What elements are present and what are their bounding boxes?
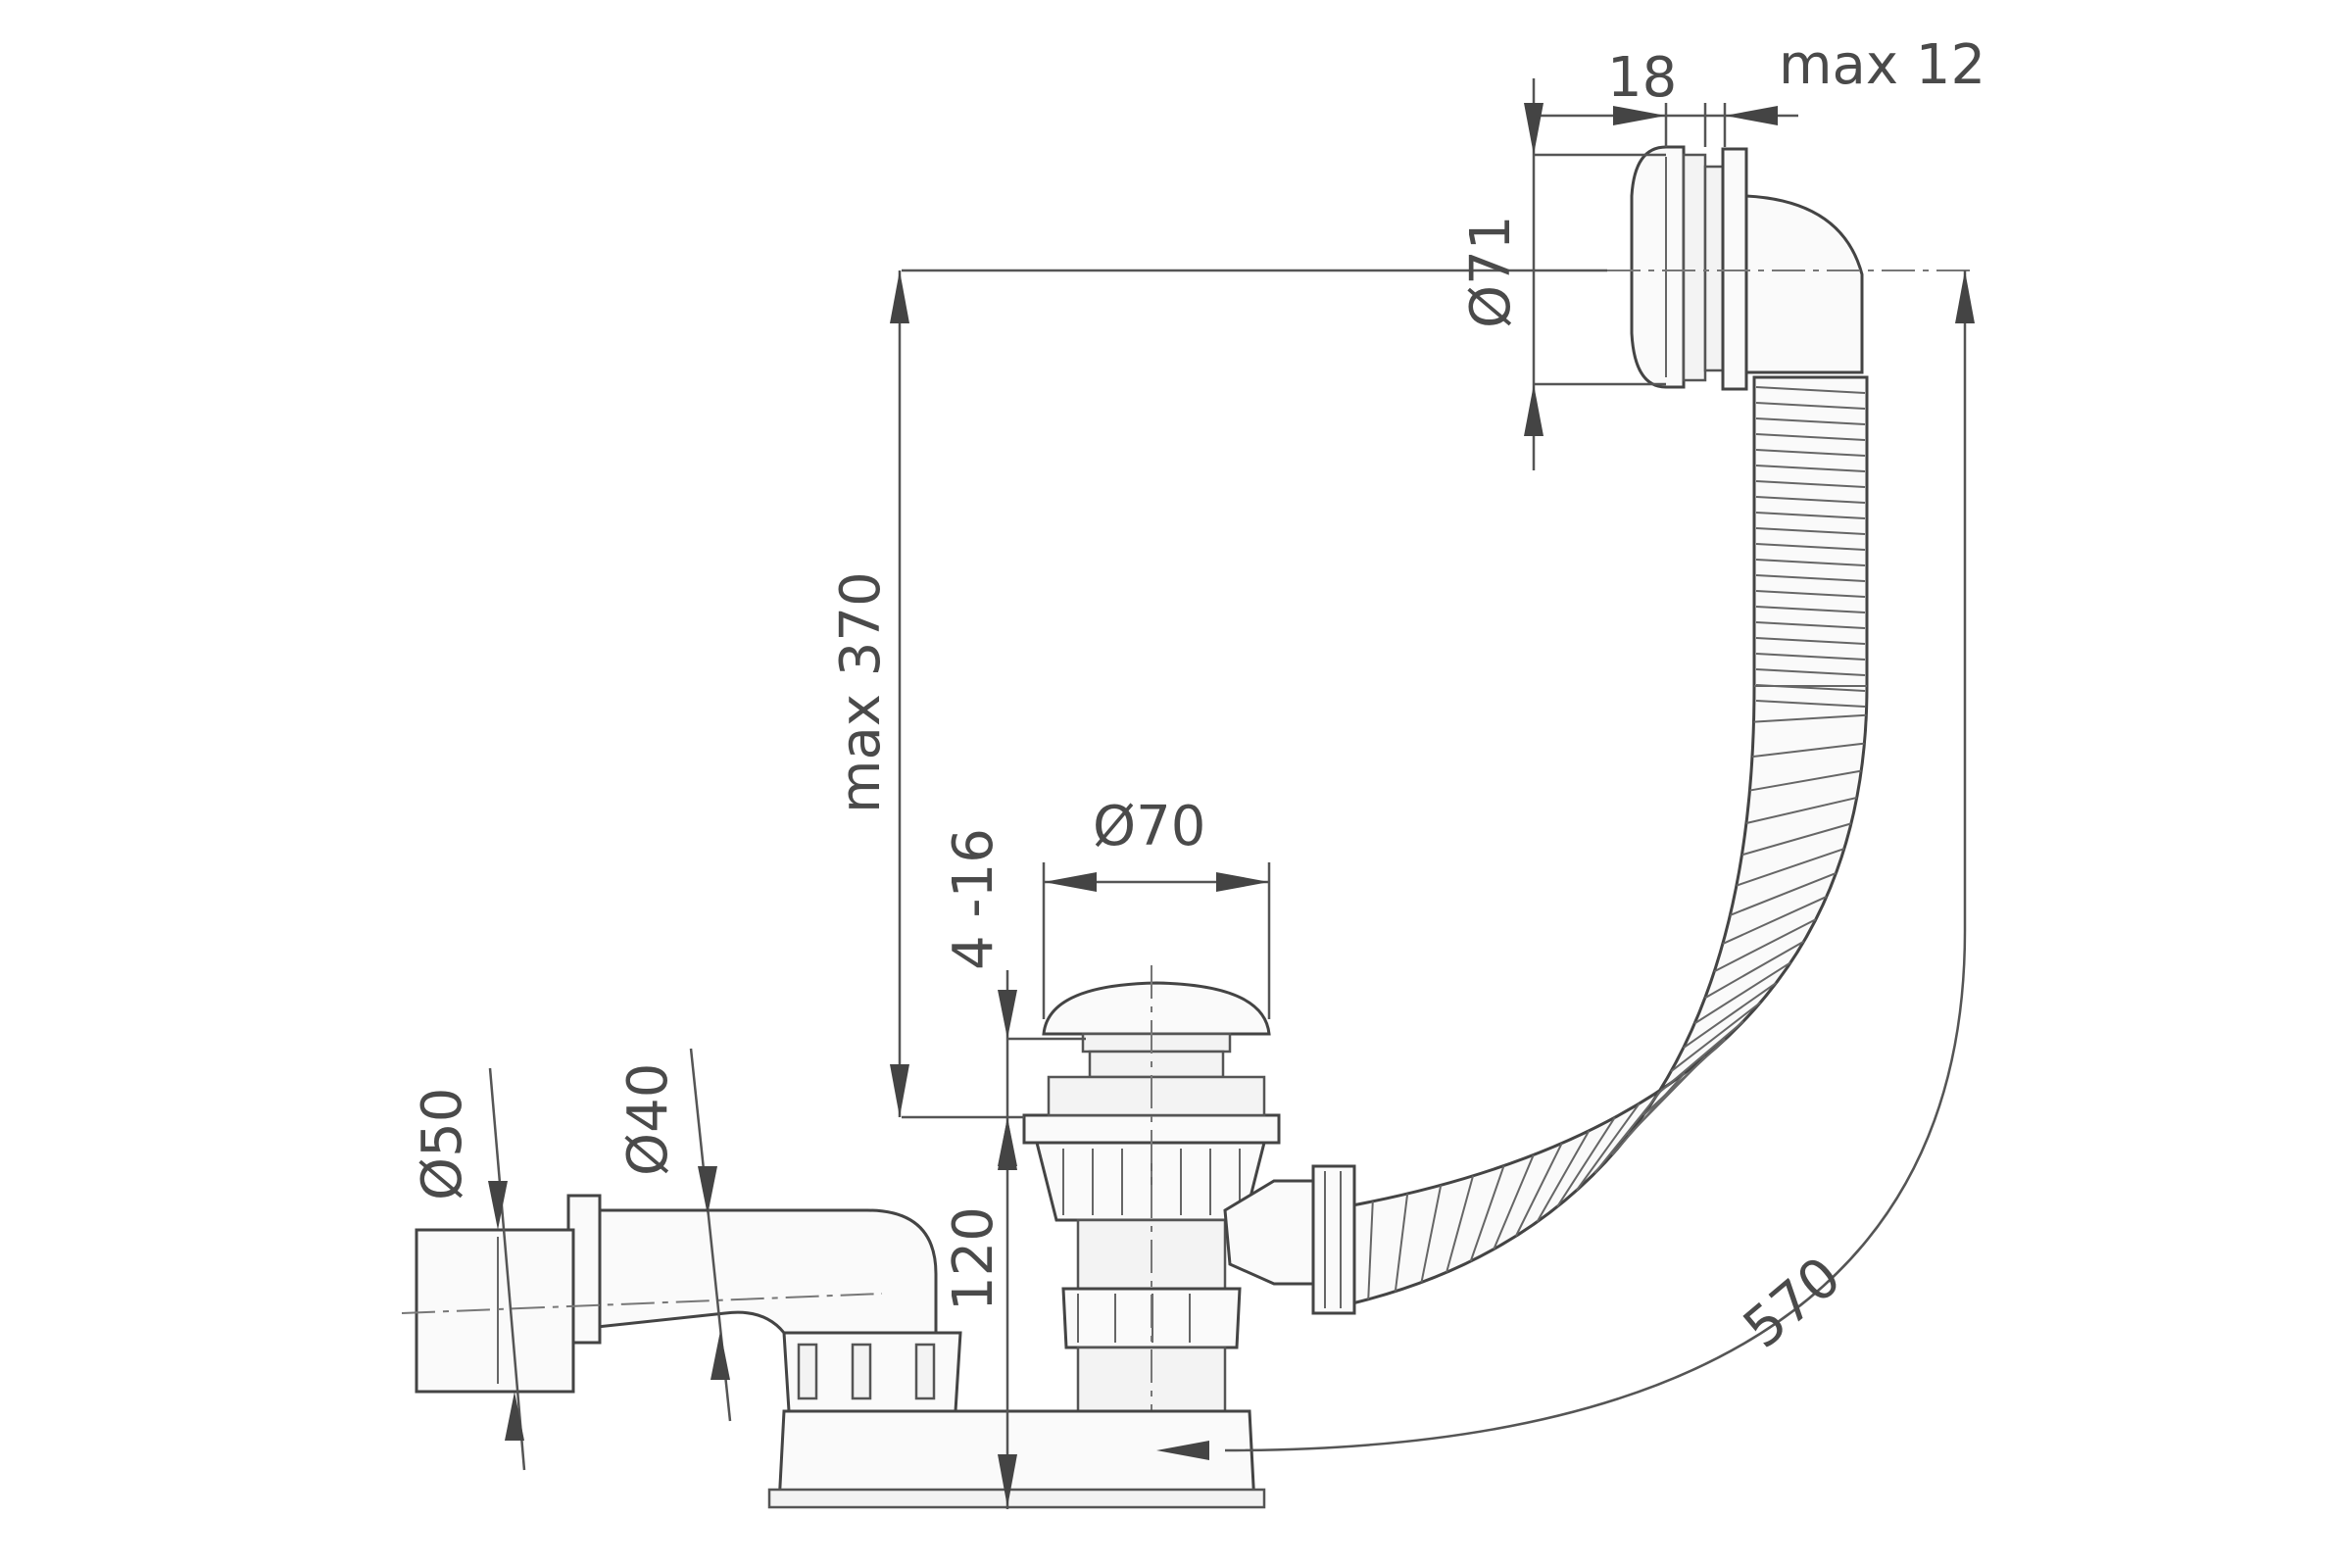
drain-assembly [1022, 981, 1281, 1420]
dimension-lines [488, 78, 1975, 1509]
flexible-hose [1350, 375, 1869, 1305]
dim-drain-adjust: 4 -16 [942, 828, 1005, 970]
dim-hose-length: 570 [1732, 1245, 1853, 1361]
dim-outlet-outer: Ø50 [411, 1088, 474, 1200]
overflow-head [1630, 145, 1864, 391]
outlet-centerline [401, 1293, 883, 1314]
dim-trap-height: 120 [942, 1206, 1005, 1311]
dim-drain-diameter: Ø70 [1093, 795, 1205, 858]
dim-overflow-max: max 12 [1779, 33, 1985, 97]
dim-overflow-depth: 18 [1607, 46, 1677, 110]
dim-overflow-diameter: Ø71 [1459, 216, 1523, 328]
trap-base [767, 1331, 1266, 1509]
dim-max-height: max 370 [829, 571, 893, 813]
hose-connector [1223, 1164, 1356, 1315]
dim-outlet-inner: Ø40 [616, 1063, 680, 1176]
